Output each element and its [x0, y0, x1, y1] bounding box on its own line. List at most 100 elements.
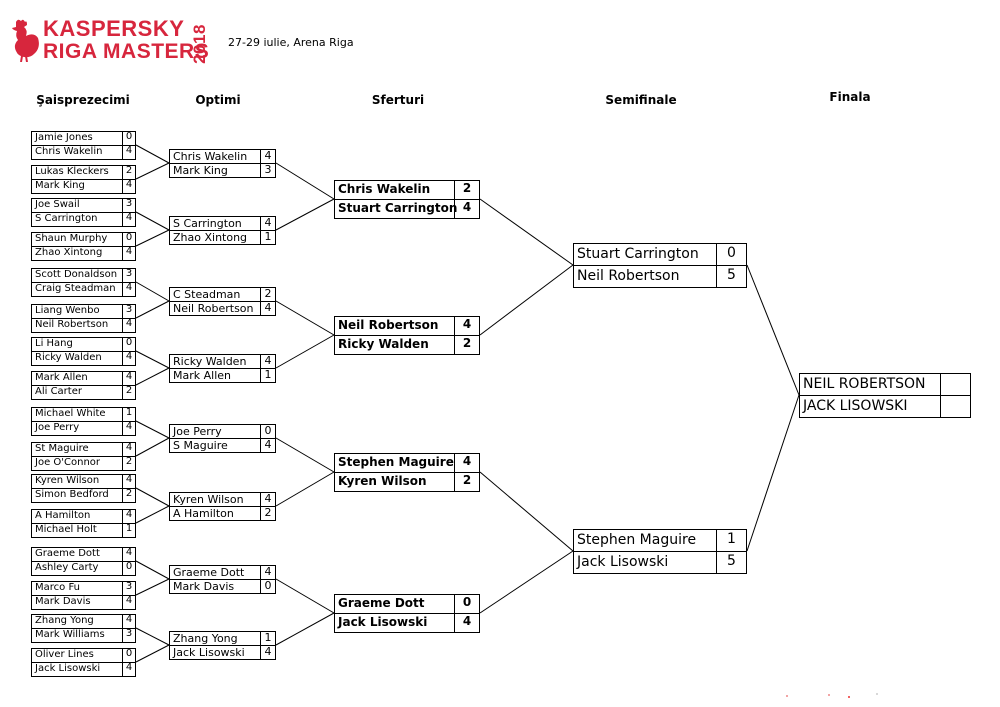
player-name: Zhao Xintong	[173, 231, 248, 244]
player-name: Marco Fu	[35, 582, 80, 593]
score-box: 4	[122, 443, 135, 456]
player-name: Simon Bedford	[35, 489, 109, 500]
score-box: 1	[122, 524, 135, 537]
score-box: 4	[122, 510, 135, 523]
player-name: Oliver Lines	[35, 649, 94, 660]
player-name: Michael Holt	[35, 524, 97, 535]
player-slot: Michael Holt 1	[31, 523, 136, 538]
player-name: Scott Donaldson	[35, 269, 118, 280]
score-box: 4	[122, 283, 135, 296]
player-name: S Carrington	[173, 217, 242, 230]
player-name: Joe Perry	[35, 422, 80, 433]
bracket-connector	[135, 281, 170, 302]
player-name: Mark Williams	[35, 629, 105, 640]
player-name: Shaun Murphy	[35, 233, 108, 244]
bracket-connector	[135, 487, 170, 507]
score-box: 4	[260, 150, 275, 163]
score-box: 4	[122, 663, 135, 676]
score-box: 2	[122, 489, 135, 502]
player-slot: Zhao Xintong 1	[169, 230, 276, 245]
player-name: Stephen Maguire	[338, 455, 454, 469]
bracket-connector	[275, 300, 335, 336]
player-name: Jack Lisowski	[35, 663, 101, 674]
bracket-connector	[479, 264, 574, 336]
rooster-icon	[12, 19, 39, 62]
player-name: St Maguire	[35, 443, 89, 454]
score-box: 4	[122, 319, 135, 332]
bracket-connector	[275, 437, 335, 473]
score-box: 1	[260, 632, 275, 645]
score-box: 1	[260, 231, 275, 244]
score-box: 4	[260, 646, 275, 659]
player-slot: Scott Donaldson 3	[31, 268, 136, 283]
bracket-connector	[275, 334, 335, 369]
player-name: Ricky Walden	[173, 355, 247, 368]
score-box: 4	[454, 454, 479, 472]
bracket-connector	[275, 578, 335, 614]
score-box: 4	[122, 372, 135, 385]
player-name: Kyren Wilson	[35, 475, 100, 486]
player-name: Zhang Yong	[35, 615, 94, 626]
score-box: 3	[122, 269, 135, 282]
bracket-connector	[746, 264, 800, 396]
bracket-connector	[135, 144, 170, 164]
score-box: 4	[260, 439, 275, 452]
score-box: 3	[122, 582, 135, 595]
bracket-connector	[135, 350, 170, 369]
player-name: Graeme Dott	[173, 566, 245, 579]
bracket-connector	[479, 198, 574, 266]
bracket-connector	[135, 162, 170, 180]
score-box: 0	[122, 132, 135, 145]
bracket-connector	[135, 560, 170, 580]
score-box: 2	[122, 166, 135, 179]
bracket-connector	[135, 437, 170, 457]
player-name: Jack Lisowski	[577, 554, 669, 570]
bracket-connector	[135, 367, 170, 386]
score-box: 3	[122, 199, 135, 212]
score-box: 4	[260, 355, 275, 368]
score-box: 2	[260, 507, 275, 520]
player-name: Neil Robertson	[338, 318, 439, 332]
score-box: 4	[122, 146, 135, 159]
score-box: 0	[122, 649, 135, 662]
score-box: 1	[260, 369, 275, 382]
bracket-connector	[275, 471, 335, 507]
event-subtitle: 27-29 iulie, Arena Riga	[228, 36, 354, 49]
player-slot: Oliver Lines 0	[31, 648, 136, 663]
player-name: Ricky Walden	[35, 352, 102, 363]
score-box: 3	[260, 164, 275, 177]
round-header: Semifinale	[605, 93, 677, 107]
score-box: 4	[122, 475, 135, 488]
score-box: 3	[122, 305, 135, 318]
player-name: A Hamilton	[173, 507, 234, 520]
player-name: S Maguire	[173, 439, 228, 452]
round-header: Şaisprezecimi	[36, 93, 130, 107]
player-name: Chris Wakelin	[35, 146, 103, 157]
bracket-connector	[135, 644, 170, 663]
score-box: 0	[260, 425, 275, 438]
bracket-connector	[275, 612, 335, 646]
score-box: 2	[454, 336, 479, 354]
player-name: Joe Perry	[173, 425, 222, 438]
player-name: Lukas Kleckers	[35, 166, 109, 177]
